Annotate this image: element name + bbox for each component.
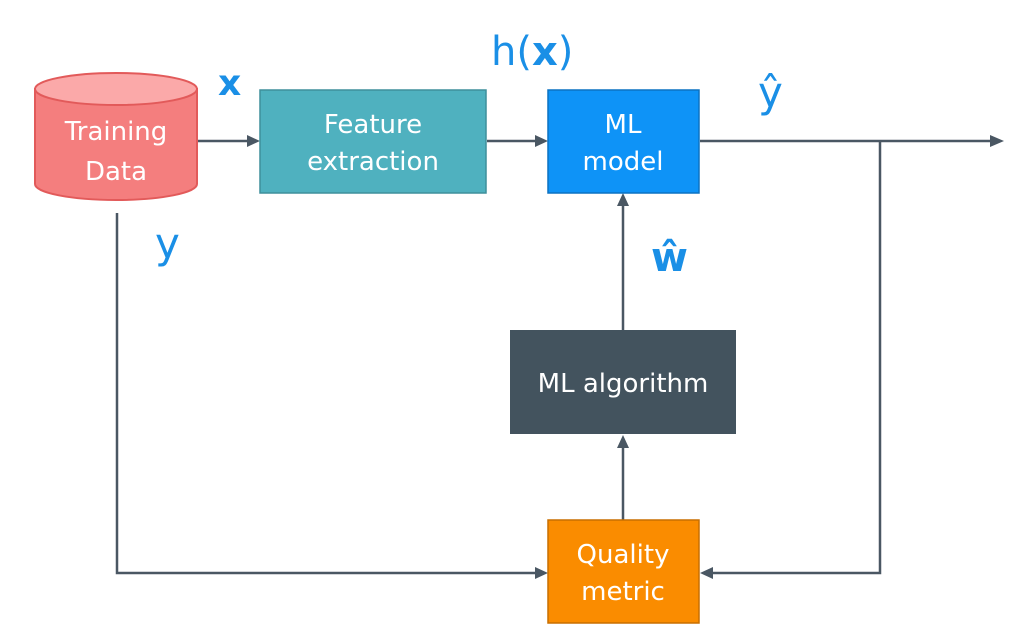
arrowhead-output (990, 135, 1004, 147)
arrowhead-metric-right (700, 567, 713, 579)
arrowhead-model-up (617, 193, 629, 206)
feature-extraction-node: Feature extraction (259, 89, 487, 194)
training-data-label-line1: Training (64, 117, 168, 147)
quality-metric-node: Quality metric (547, 519, 700, 624)
quality-metric-box (547, 519, 700, 624)
wire-labels-to-metric (115, 213, 537, 575)
wire-prediction-to-metric (712, 141, 882, 575)
label-y-hat: ŷ (758, 68, 783, 117)
connectors (115, 135, 1004, 579)
ml-algorithm-node: ML algorithm (510, 330, 736, 434)
feature-extraction-box (259, 89, 487, 194)
label-h-suffix: ) (558, 29, 574, 75)
label-x: x (218, 63, 241, 104)
training-data-cylinder-body (34, 88, 198, 201)
ml-algorithm-box (510, 330, 736, 434)
quality-metric-label-line1: Quality (577, 540, 670, 570)
feature-extraction-label-line2: extraction (307, 147, 439, 177)
training-data-cylinder-top (34, 72, 198, 106)
label-h-prefix: h( (491, 29, 532, 75)
arrowhead-model (535, 135, 548, 147)
ml-model-node: ML model (547, 89, 700, 194)
ml-model-label-line2: model (583, 147, 664, 177)
arrowhead-features (247, 135, 260, 147)
label-y: y (155, 219, 180, 268)
arrowhead-metric-left (535, 567, 548, 579)
label-h-of-x: h(x) (491, 29, 573, 75)
ml-model-box (547, 89, 700, 194)
ml-model-label-line1: ML (605, 110, 642, 140)
variable-labels: x h(x) ŷ y ŵ (155, 29, 783, 281)
training-data-label-line2: Data (85, 157, 147, 187)
feature-extraction-label-line1: Feature (324, 110, 422, 140)
training-data-node: Training Data (34, 72, 198, 201)
quality-metric-label-line2: metric (581, 577, 665, 607)
label-w-hat: ŵ (651, 235, 688, 281)
label-h-arg: x (532, 29, 558, 75)
arrowhead-algorithm (617, 435, 629, 448)
ml-algorithm-label: ML algorithm (538, 369, 709, 399)
